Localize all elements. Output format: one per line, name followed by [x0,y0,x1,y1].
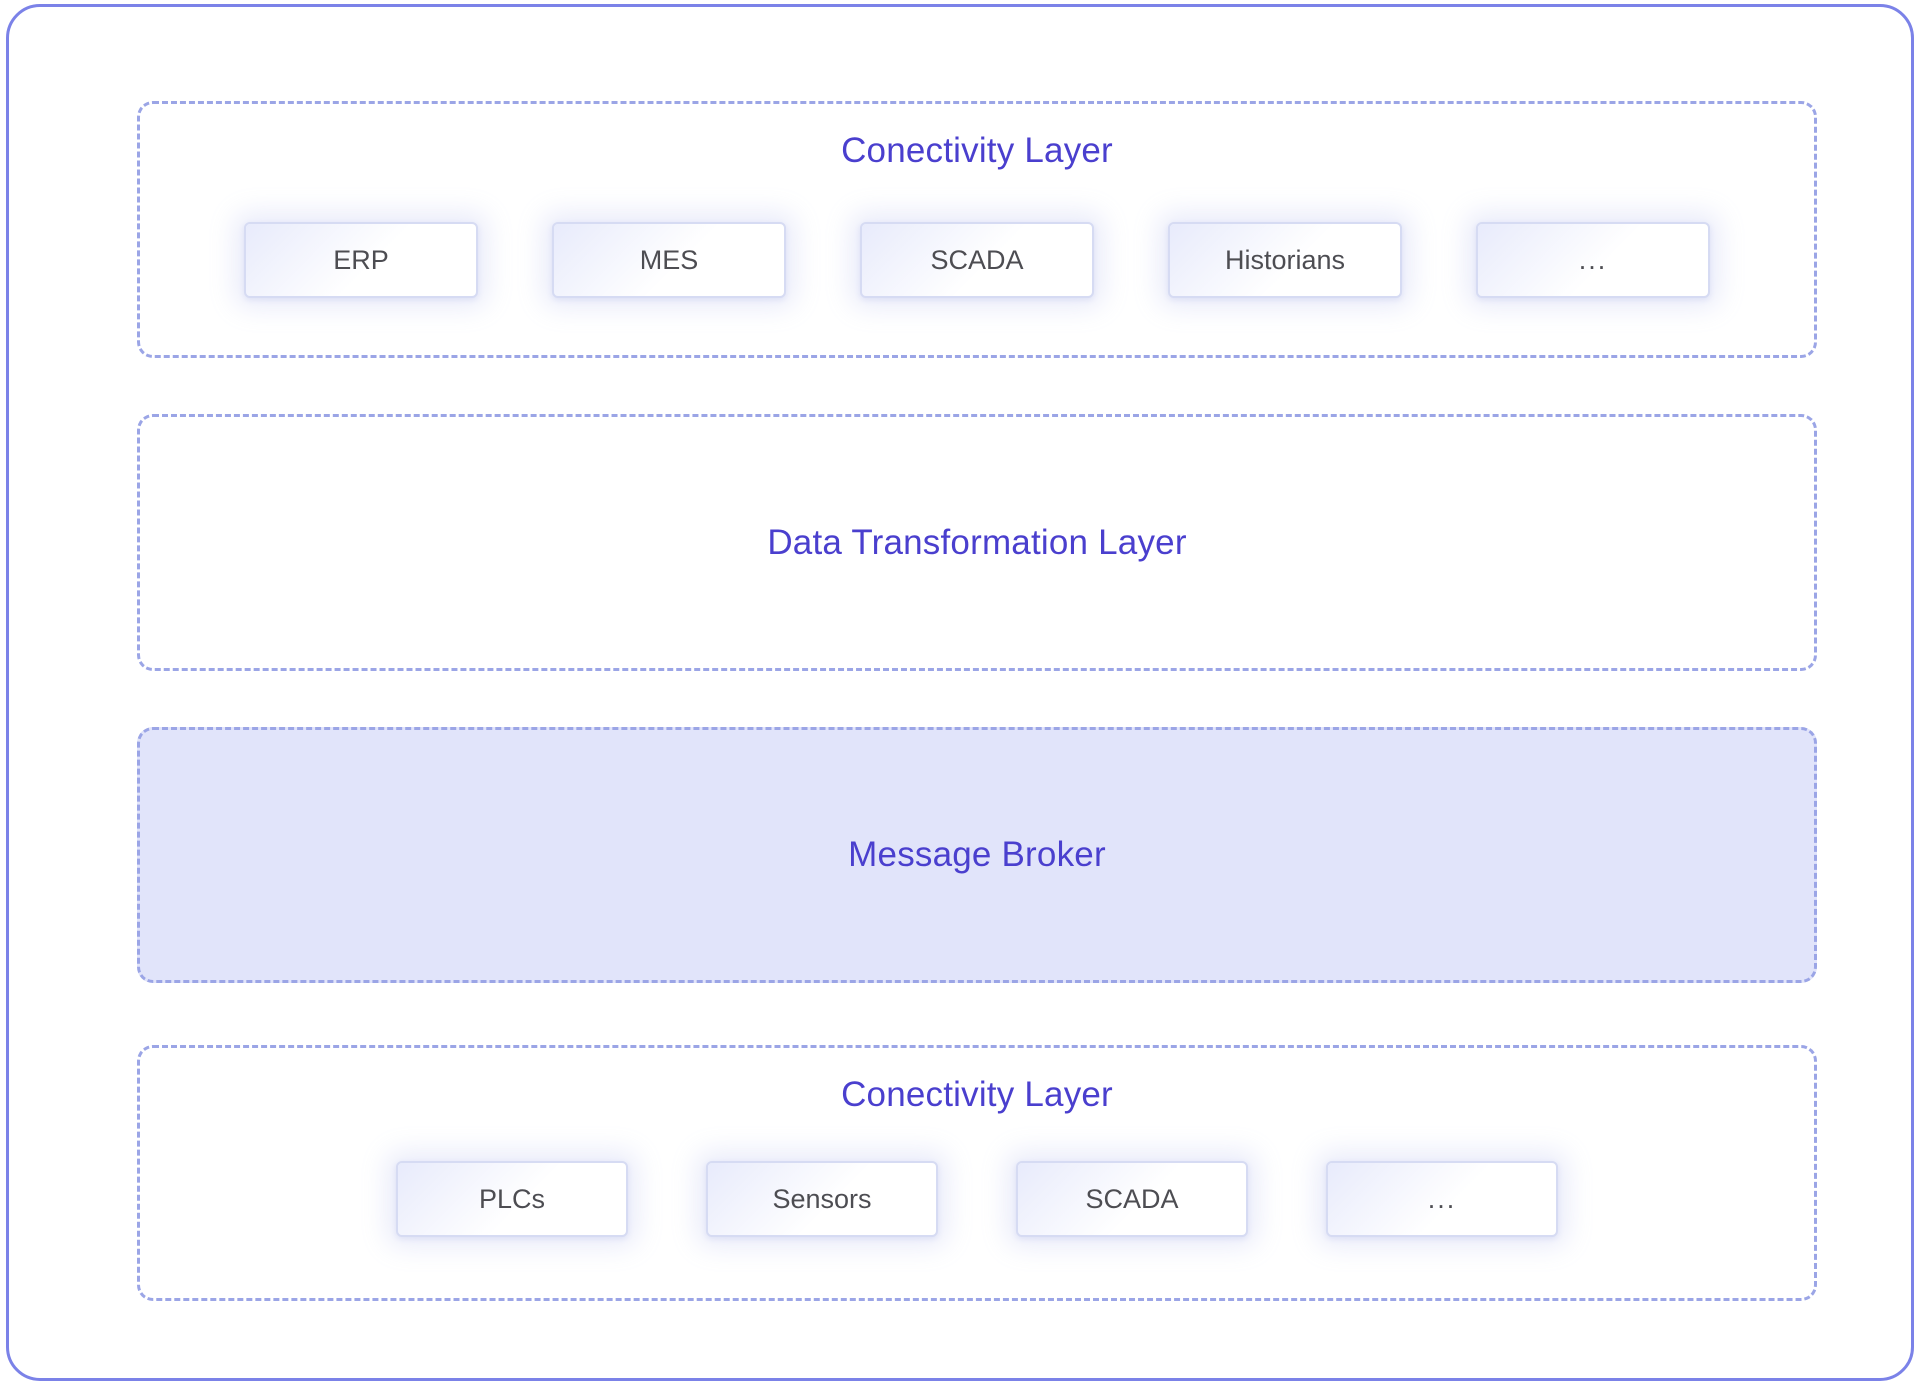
layer-connectivity-bottom[interactable]: Conectivity Layer PLCs Sensors SCADA ... [137,1045,1817,1301]
node-label-plcs: PLCs [478,1183,546,1214]
node-label-sensors: Sensors [772,1183,872,1214]
node-box-scada-bottom[interactable]: SCADA [1016,1161,1248,1237]
node-label-mes: MES [639,244,699,275]
node-box-mes[interactable]: MES [552,222,786,298]
node-box-plcs[interactable]: PLCs [396,1161,628,1237]
node-box-erp[interactable]: ERP [244,222,478,298]
node-label-scada-bottom: SCADA [1085,1183,1179,1214]
node-label-more-bottom: ... [1427,1183,1457,1214]
layer-title-data-transformation: Data Transformation Layer [767,522,1187,562]
node-label-erp: ERP [333,244,389,275]
nodes-row-bottom: PLCs Sensors SCADA ... [140,1161,1920,1237]
layer-connectivity-top[interactable]: Conectivity Layer ERP MES SCADA Historia… [137,101,1817,358]
node-box-sensors[interactable]: Sensors [706,1161,938,1237]
node-box-more-bottom[interactable]: ... [1326,1161,1558,1237]
node-box-historians[interactable]: Historians [1168,222,1402,298]
nodes-row-top: ERP MES SCADA Historians ... [140,222,1918,298]
layer-data-transformation[interactable]: Data Transformation Layer [137,414,1817,671]
diagram-outer-frame: Conectivity Layer ERP MES SCADA Historia… [6,4,1914,1381]
layers-stack: Conectivity Layer ERP MES SCADA Historia… [137,101,1817,1301]
layer-title-message-broker: Message Broker [848,835,1106,874]
layer-message-broker[interactable]: Message Broker [137,727,1817,983]
node-label-more-top: ... [1578,244,1608,275]
node-label-historians: Historians [1224,244,1346,275]
node-box-more-top[interactable]: ... [1476,222,1710,298]
layer-title-connectivity-top: Conectivity Layer [841,131,1113,170]
node-label-scada-top: SCADA [930,244,1024,275]
node-box-scada-top[interactable]: SCADA [860,222,1094,298]
layer-title-connectivity-bottom: Conectivity Layer [841,1075,1113,1114]
